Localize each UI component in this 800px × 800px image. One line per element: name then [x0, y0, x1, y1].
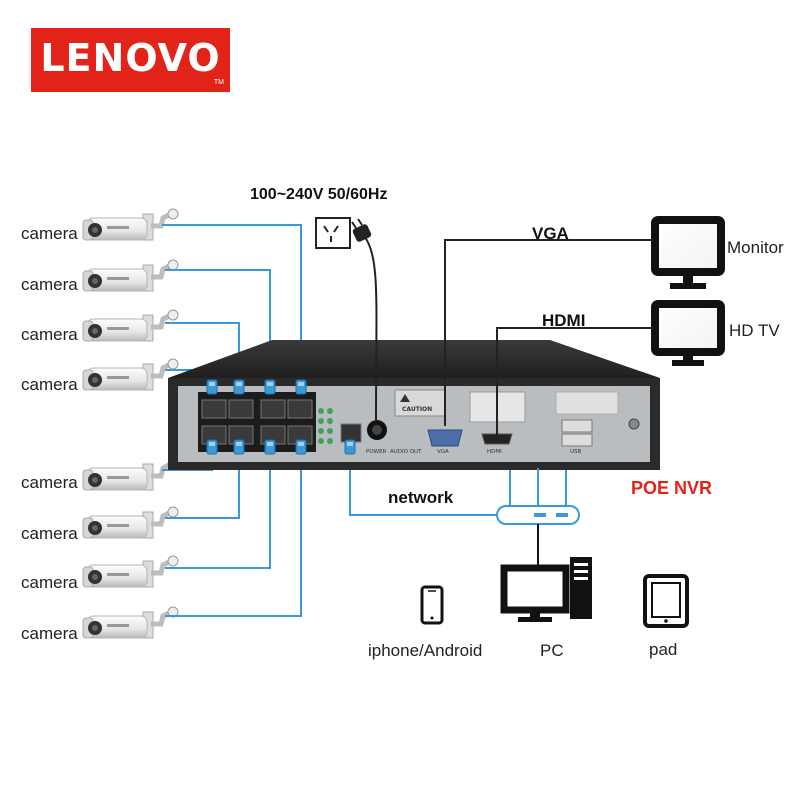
- camera-label-3: camera: [21, 325, 78, 344]
- camera-6: [83, 507, 178, 538]
- poe-nvr-device: POWER AUDIO OUT VGA HDMI USB CAUTION: [168, 340, 660, 470]
- hdmi-label: HDMI: [542, 311, 586, 330]
- hdtv-icon: [651, 300, 725, 366]
- monitor-label: Monitor: [727, 238, 784, 257]
- camera-2: [83, 260, 178, 291]
- camera-label-4: camera: [21, 375, 78, 394]
- av-cables: [364, 236, 655, 436]
- phone-icon: [420, 585, 444, 625]
- network-label: network: [388, 488, 454, 507]
- camera-label-5: camera: [21, 473, 78, 492]
- caution-text: CAUTION: [402, 406, 432, 413]
- vga-label: VGA: [532, 224, 569, 243]
- camera-5: [83, 459, 178, 490]
- tablet-icon: [643, 574, 689, 628]
- lenovo-logo: LENOVO TM: [31, 28, 230, 92]
- router-icon: [496, 468, 580, 566]
- nvr-title: POE NVR: [631, 478, 713, 498]
- camera-7: [83, 556, 178, 587]
- camera-label-1: camera: [21, 224, 78, 243]
- camera-3: [83, 310, 178, 341]
- vga-port-label: VGA: [437, 449, 449, 455]
- power-port-label: POWER: [366, 449, 387, 455]
- camera-label-7: camera: [21, 573, 78, 592]
- pc-icon: [500, 557, 592, 622]
- trademark: TM: [213, 79, 224, 86]
- client-label-pc: PC: [540, 641, 564, 660]
- power-label: 100~240V 50/60Hz: [250, 186, 388, 203]
- logo-text: LENOVO: [40, 36, 221, 80]
- usb-port-label: USB: [570, 449, 582, 455]
- power-plug-icon: [351, 218, 372, 242]
- audio-port-label: AUDIO OUT: [390, 449, 422, 455]
- power-outlet-icon: [315, 217, 351, 249]
- camera-8: [83, 607, 178, 638]
- camera-label-2: camera: [21, 275, 78, 294]
- monitor-icon: [651, 216, 725, 289]
- camera-4: [83, 359, 178, 390]
- camera-label-8: camera: [21, 624, 78, 643]
- client-label-pad: pad: [649, 640, 678, 659]
- client-label-phone: iphone/Android: [368, 641, 483, 660]
- hdtv-label: HD TV: [729, 321, 780, 340]
- camera-label-6: camera: [21, 524, 78, 543]
- hdmi-port-label: HDMI: [487, 449, 502, 455]
